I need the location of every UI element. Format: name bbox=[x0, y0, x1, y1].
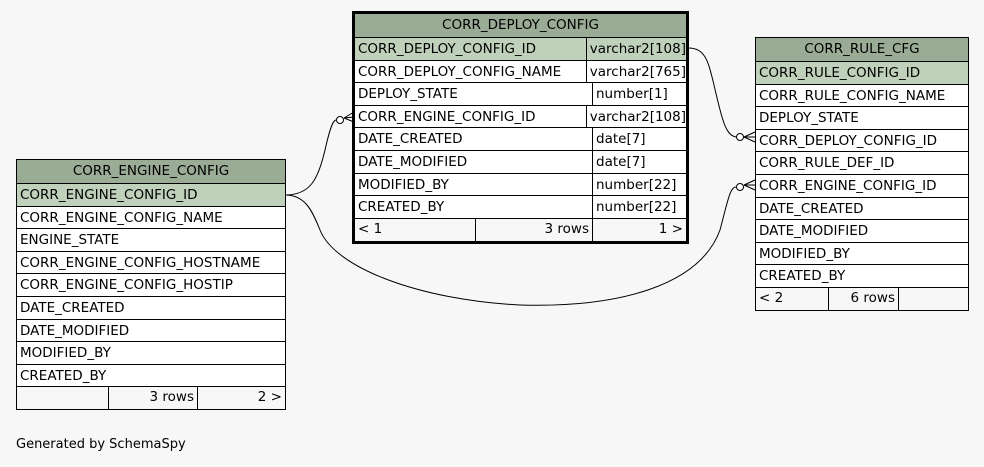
column-name: CORR_ENGINE_CONFIG_HOSTNAME bbox=[20, 254, 261, 271]
column-row[interactable]: CORR_ENGINE_CONFIG_HOSTNAME bbox=[17, 252, 285, 275]
column-row[interactable]: CREATED_BY bbox=[756, 265, 968, 288]
column-name: DEPLOY_STATE bbox=[759, 110, 859, 127]
column-type: date[7] bbox=[592, 150, 686, 173]
column-row[interactable]: CORR_ENGINE_CONFIG_NAME bbox=[17, 207, 285, 230]
parents-count[interactable]: < 2 bbox=[759, 289, 784, 306]
column-name: CREATED_BY bbox=[20, 367, 107, 384]
column-name: DATE_CREATED bbox=[20, 299, 125, 316]
parents-count[interactable]: < 1 bbox=[358, 220, 383, 237]
parents-count[interactable] bbox=[17, 387, 108, 409]
column-row[interactable]: CORR_ENGINE_CONFIG_ID varchar2[108] bbox=[355, 105, 686, 129]
column-type: varchar2[108] bbox=[585, 38, 686, 60]
row-count: 3 rows bbox=[475, 218, 592, 241]
column-type: number[22] bbox=[592, 173, 686, 196]
children-count[interactable] bbox=[898, 287, 968, 310]
column-name: CORR_RULE_CONFIG_NAME bbox=[759, 87, 946, 104]
column-name: CREATED_BY bbox=[358, 199, 445, 216]
children-count[interactable]: 2 > bbox=[197, 387, 285, 410]
column-row[interactable]: DEPLOY_STATE bbox=[756, 107, 968, 130]
column-row[interactable]: CORR_ENGINE_CONFIG_HOSTIP bbox=[17, 274, 285, 297]
column-row[interactable]: DEPLOY_STATE number[1] bbox=[355, 83, 686, 106]
primary-key-row[interactable]: CORR_ENGINE_CONFIG_ID bbox=[17, 184, 285, 207]
primary-key-row[interactable]: CORR_RULE_CONFIG_ID bbox=[756, 62, 968, 85]
column-row[interactable]: CORR_DEPLOY_CONFIG_NAME varchar2[765] bbox=[355, 60, 686, 84]
optional-marker bbox=[736, 183, 744, 191]
column-name: MODIFIED_BY bbox=[759, 245, 850, 262]
column-row[interactable]: CORR_RULE_DEF_ID bbox=[756, 152, 968, 175]
column-row[interactable]: DATE_CREATED bbox=[756, 198, 968, 221]
column-name: CORR_ENGINE_CONFIG_ID bbox=[358, 108, 536, 125]
column-name: CORR_DEPLOY_CONFIG_NAME bbox=[358, 63, 562, 80]
column-row[interactable]: DATE_MODIFIED date[7] bbox=[355, 150, 686, 174]
column-name: CORR_RULE_DEF_ID bbox=[759, 155, 895, 172]
row-count: 3 rows bbox=[108, 387, 197, 410]
column-name: CREATED_BY bbox=[759, 268, 846, 285]
column-name: DATE_CREATED bbox=[358, 131, 463, 148]
table-corr-engine-config[interactable]: CORR_ENGINE_CONFIG CORR_ENGINE_CONFIG_ID C… bbox=[16, 159, 286, 411]
column-name: CORR_ENGINE_CONFIG_NAME bbox=[20, 209, 223, 226]
column-type: number[1] bbox=[592, 83, 686, 105]
column-type: varchar2[765] bbox=[585, 60, 686, 83]
column-row[interactable]: DATE_CREATED date[7] bbox=[355, 128, 686, 151]
column-row[interactable]: CREATED_BY bbox=[17, 365, 285, 388]
column-row[interactable]: CREATED_BY number[22] bbox=[355, 196, 686, 219]
column-name: DATE_MODIFIED bbox=[759, 223, 869, 240]
column-name: DATE_MODIFIED bbox=[20, 322, 130, 339]
column-type: date[7] bbox=[592, 128, 686, 150]
column-row[interactable]: ENGINE_STATE bbox=[17, 229, 285, 252]
optional-marker bbox=[736, 133, 744, 141]
children-count[interactable]: 1 > bbox=[592, 218, 686, 241]
column-row[interactable]: CORR_ENGINE_CONFIG_ID bbox=[756, 175, 968, 198]
table-title: CORR_DEPLOY_CONFIG bbox=[355, 14, 686, 38]
column-row[interactable]: CORR_RULE_CONFIG_NAME bbox=[756, 85, 968, 108]
column-type: varchar2[108] bbox=[585, 105, 686, 128]
edge-engine-to-rule bbox=[284, 186, 737, 306]
column-name: CORR_ENGINE_CONFIG_HOSTIP bbox=[20, 277, 233, 294]
column-name: CORR_ENGINE_CONFIG_ID bbox=[759, 177, 937, 194]
column-row[interactable]: MODIFIED_BY bbox=[756, 243, 968, 266]
column-name: CORR_ENGINE_CONFIG_ID bbox=[20, 187, 198, 203]
crowfoot-marker bbox=[743, 131, 756, 143]
column-row[interactable]: DATE_MODIFIED bbox=[17, 320, 285, 343]
table-footer: < 2 6 rows bbox=[756, 287, 968, 310]
crowfoot-marker bbox=[743, 179, 756, 191]
table-title: CORR_ENGINE_CONFIG bbox=[17, 160, 285, 184]
column-row[interactable]: MODIFIED_BY bbox=[17, 342, 285, 365]
column-name: DATE_MODIFIED bbox=[358, 153, 468, 170]
column-name: DEPLOY_STATE bbox=[358, 86, 458, 103]
column-name: DATE_CREATED bbox=[759, 200, 864, 217]
edge-deploy-to-rule bbox=[687, 47, 738, 138]
column-row[interactable]: CORR_DEPLOY_CONFIG_ID bbox=[756, 130, 968, 153]
column-row[interactable]: DATE_MODIFIED bbox=[756, 220, 968, 243]
table-corr-rule-cfg[interactable]: CORR_RULE_CFG CORR_RULE_CONFIG_ID CORR_RUL… bbox=[755, 37, 969, 311]
column-name: CORR_RULE_CONFIG_ID bbox=[759, 65, 921, 81]
column-row[interactable]: MODIFIED_BY number[22] bbox=[355, 173, 686, 197]
column-name: CORR_DEPLOY_CONFIG_ID bbox=[358, 41, 537, 57]
column-type: number[22] bbox=[592, 196, 686, 218]
column-row[interactable]: DATE_CREATED bbox=[17, 297, 285, 320]
optional-marker bbox=[336, 116, 344, 124]
column-name: MODIFIED_BY bbox=[358, 176, 449, 193]
primary-key-row[interactable]: CORR_DEPLOY_CONFIG_ID varchar2[108] bbox=[355, 38, 686, 61]
column-name: ENGINE_STATE bbox=[20, 232, 120, 249]
column-name: MODIFIED_BY bbox=[20, 345, 111, 362]
edge-engine-to-deploy bbox=[284, 119, 337, 196]
table-title: CORR_RULE_CFG bbox=[756, 38, 968, 62]
generated-by-label: Generated by SchemaSpy bbox=[16, 437, 186, 452]
column-name: CORR_DEPLOY_CONFIG_ID bbox=[759, 132, 938, 149]
row-count: 6 rows bbox=[828, 287, 898, 310]
